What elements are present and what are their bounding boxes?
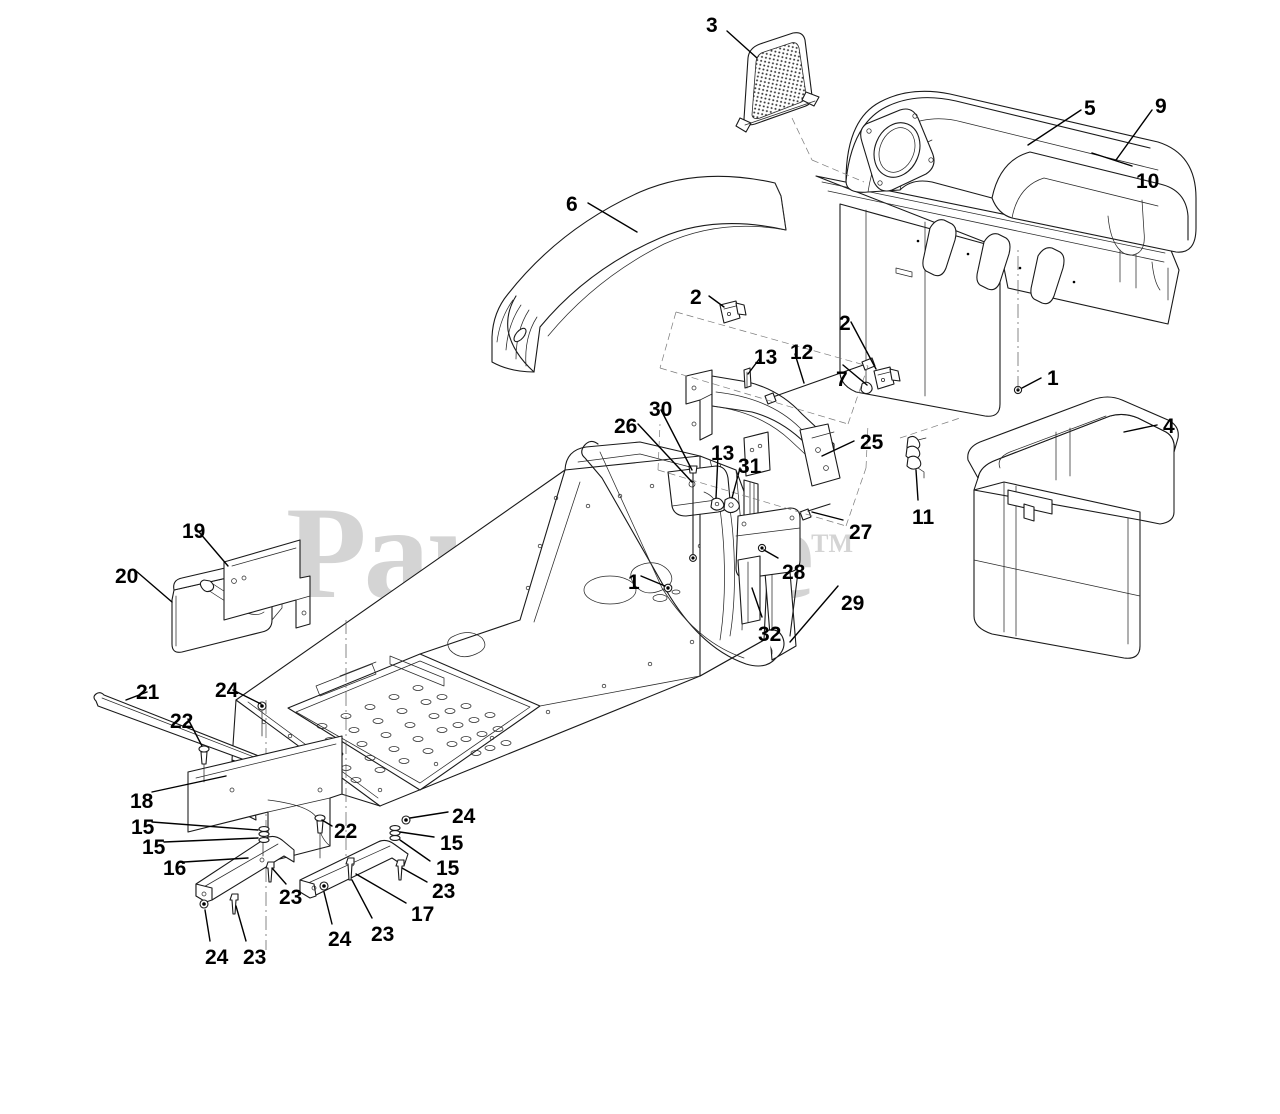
part-hex-screw-b: [265, 861, 275, 883]
part-flat-washer-d: [389, 835, 401, 841]
part-hex-screw-a: [395, 859, 405, 881]
callout-grass-bag: 4: [1163, 415, 1175, 438]
part-handle-rod: [581, 440, 799, 667]
callout-spring-latch: 11: [912, 506, 935, 529]
callout-flat-washer-b: 15: [142, 836, 166, 859]
callout-cotter-pin-lower: 13: [711, 442, 735, 465]
part-spring-latch: [905, 435, 927, 479]
callout-flange-nut-lower: 1: [628, 571, 640, 594]
callout-lock-nut: 28: [782, 561, 806, 584]
callout-hex-bolt: 27: [849, 521, 873, 544]
callout-hopper-cover: 5: [1084, 97, 1096, 120]
part-mount-plate: [735, 507, 801, 625]
callout-cross-frame-bracket: 25: [860, 431, 884, 454]
callout-shoulder-bolt: 30: [649, 398, 673, 421]
callout-support-rod-long: 21: [136, 681, 160, 704]
part-hopper-assembly: [815, 90, 1197, 417]
part-hairpin-clip: [860, 381, 873, 395]
part-lock-washer-c: [319, 881, 329, 891]
callout-flat-washer-d: 15: [436, 857, 460, 880]
part-latch-bracket-right: [873, 366, 901, 390]
callout-weight-bracket: 19: [182, 520, 206, 543]
callout-hitch-plate: 18: [130, 790, 154, 813]
callout-hex-screw-a: 23: [432, 880, 456, 903]
part-latch-bracket-left: [719, 300, 747, 324]
watermark-trademark: TM: [811, 529, 854, 558]
assembly-guide-lines: [265, 117, 1019, 950]
part-cross-frame-bracket: [685, 369, 841, 487]
callout-mount-plate: 32: [758, 623, 782, 646]
callout-handle-rod: 29: [841, 592, 865, 615]
callout-brace-left: 16: [163, 857, 187, 880]
callout-flange-nut-upper: 1: [1047, 367, 1059, 390]
callout-latch-bracket-right: 2: [839, 312, 851, 335]
part-brace-left: [195, 835, 295, 903]
callout-flat-washer-c: 15: [440, 832, 464, 855]
part-hex-screw-d: [229, 893, 239, 915]
part-discharge-hose: [491, 175, 787, 373]
part-hex-bolt: [799, 503, 831, 521]
callout-lock-washer-b: 24: [452, 805, 476, 828]
part-cotter-pin-lower: [710, 497, 725, 511]
part-grass-bag: [967, 396, 1179, 659]
part-flat-washer-c: [389, 825, 401, 836]
callout-bagger-screen: 3: [706, 14, 718, 37]
callout-hopper-latch: 9: [1155, 95, 1167, 118]
callout-carriage-bolt-b: 22: [334, 820, 358, 843]
part-weight-bracket: [223, 539, 311, 629]
part-support-rod: [764, 357, 876, 405]
part-support-rod-long: [93, 692, 275, 771]
callout-hopper-seal: 10: [1136, 170, 1160, 193]
callout-lock-washer-a: 24: [215, 679, 239, 702]
callout-counterweight: 20: [115, 565, 139, 588]
leader-lines: [125, 30, 1158, 942]
callout-cotter-pin-upper: 13: [754, 346, 778, 369]
part-hex-screw-c: [345, 857, 355, 881]
callout-hex-screw-b: 23: [279, 886, 303, 909]
callout-discharge-hose: 6: [566, 193, 578, 216]
callout-lock-washer-d: 24: [205, 946, 229, 969]
callout-hairpin-clip: 7: [836, 368, 848, 391]
callout-flat-washer-a: 15: [131, 816, 155, 839]
part-flat-washer-a: [258, 826, 270, 857]
callout-washer-spacer: 31: [738, 455, 762, 478]
callout-hex-screw-d: 23: [243, 946, 267, 969]
callout-brace-right: 17: [411, 903, 435, 926]
callout-support-rod: 12: [790, 341, 814, 364]
part-bagger-screen: [735, 32, 820, 133]
part-lock-washer-d: [199, 899, 209, 909]
part-flange-nut-lower: [663, 583, 673, 593]
part-carriage-bolt-a: [198, 745, 210, 783]
part-lock-washer-b: [401, 815, 411, 825]
callout-carriage-bolt-a: 22: [170, 710, 194, 733]
callout-hex-screw-c: 23: [371, 923, 395, 946]
part-flat-washer-b: [258, 837, 270, 843]
callout-lock-washer-c: 24: [328, 928, 352, 951]
callout-latch-bracket-left: 2: [690, 286, 702, 309]
callout-pivot-plate: 26: [614, 415, 638, 438]
